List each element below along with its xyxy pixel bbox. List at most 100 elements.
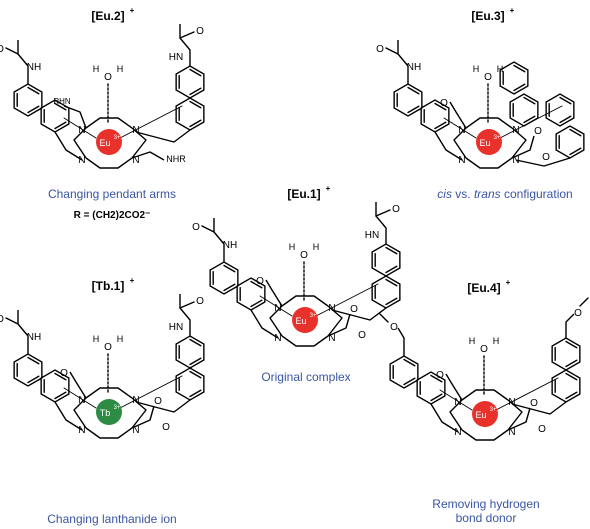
cyclen-bridge-left xyxy=(453,127,467,159)
right-acetamide-bond xyxy=(375,202,387,244)
cyclen-bridge-top xyxy=(461,389,509,401)
caption-part: cis xyxy=(437,187,452,201)
water-ligand: OH H xyxy=(93,334,124,395)
cyclen-bridge-bottom xyxy=(461,429,509,441)
cyclen-bridge-bottom xyxy=(85,427,133,439)
left-pendant-label: RHN xyxy=(53,97,71,106)
metal-charge: 3+ xyxy=(114,135,121,141)
metal-ion-eu: Eu 3+ xyxy=(96,129,122,155)
double-bond xyxy=(223,283,236,292)
left-methoxy-bond xyxy=(397,327,405,356)
double-bond xyxy=(523,96,536,105)
water-h-right: H xyxy=(493,336,500,346)
left-nh-label: NH xyxy=(407,62,421,73)
double-bond xyxy=(403,358,416,367)
right-carbonyl-o2: O xyxy=(538,424,546,435)
water-o: O xyxy=(104,342,112,353)
metal-symbol: Eu xyxy=(479,138,490,148)
complex-title: [Eu.1]+ xyxy=(287,184,330,201)
double-bond xyxy=(565,372,578,381)
water-o: O xyxy=(480,344,488,355)
left-methoxy-o: O xyxy=(390,322,398,333)
cyclen-n-2: N xyxy=(512,125,519,136)
right-carboxylate-o: O xyxy=(534,126,542,137)
right-quinoline-ring-a xyxy=(499,61,529,95)
left-carbonyl-o: O xyxy=(0,314,4,325)
water-h-right: H xyxy=(117,64,124,74)
complex-title: [Eu.4]+ xyxy=(467,278,510,295)
metal-charge: 3+ xyxy=(490,407,497,413)
double-bond xyxy=(430,393,443,402)
right-quinoline-ring-c xyxy=(545,93,575,127)
double-bond xyxy=(565,391,578,400)
caption-part: configuration xyxy=(501,187,573,201)
caption-line: Original complex xyxy=(261,370,350,384)
water-h-right: H xyxy=(117,334,124,344)
caption-part: trans xyxy=(474,187,501,201)
metal-ion-circle xyxy=(292,307,318,333)
double-bond xyxy=(385,278,398,287)
left-carboxylate-arm xyxy=(69,371,87,399)
right-methoxy-o: O xyxy=(574,308,582,319)
cyclen-n-1: N xyxy=(78,125,85,136)
left-carboxylate-o: O xyxy=(436,370,444,381)
left-carboxylate-o: O xyxy=(256,276,264,287)
water-o: O xyxy=(104,72,112,83)
double-bond xyxy=(27,86,40,95)
cyclen-bridge-bottom xyxy=(465,157,513,169)
left-arm-linker xyxy=(250,309,279,339)
right-quinoline-ring-b xyxy=(509,93,539,127)
complex-charge: + xyxy=(130,276,135,285)
left-arm-linker xyxy=(54,401,83,431)
double-bond xyxy=(513,83,526,92)
double-bond xyxy=(565,340,578,349)
metal-charge: 3+ xyxy=(310,313,317,319)
double-bond xyxy=(385,265,398,274)
left-nh-label: NH xyxy=(27,332,41,343)
metal-symbol: Eu xyxy=(99,138,110,148)
right-carboxylate-arm xyxy=(507,407,531,431)
cyclen-n-1: N xyxy=(274,303,281,314)
double-bond xyxy=(189,338,202,347)
double-bond xyxy=(54,391,67,400)
double-bond xyxy=(434,121,447,130)
cyclen-n-2: N xyxy=(328,303,335,314)
complex-charge: + xyxy=(506,278,511,287)
double-bond xyxy=(189,119,202,128)
caption-line: cis vs. trans configuration xyxy=(437,187,572,201)
double-bond xyxy=(434,102,447,111)
cyclen-bridge-top xyxy=(281,295,329,307)
metal-charge: 3+ xyxy=(114,405,121,411)
cyclen-bridge-left xyxy=(449,399,463,431)
right-quinoline-ring-a xyxy=(175,335,205,369)
metal-ion-circle xyxy=(96,399,122,425)
left-quinoline-ring-a xyxy=(209,261,239,295)
complex-charge: + xyxy=(130,6,135,15)
left-arm-linker xyxy=(434,131,463,161)
right-methoxy-bond xyxy=(565,313,575,338)
cyclen-n-4: N xyxy=(132,425,139,436)
left-arm-linker xyxy=(430,403,459,433)
cyclen-n-1: N xyxy=(454,397,461,408)
caption-line: Changing lanthanide ion xyxy=(47,512,176,526)
right-carboxylate-arm xyxy=(511,135,535,159)
complex-charge: + xyxy=(326,184,331,193)
cyclen-n-4: N xyxy=(132,155,139,166)
water-h-right: H xyxy=(313,242,320,252)
cyclen-bridge-top xyxy=(465,117,513,129)
double-bond xyxy=(385,246,398,255)
complex-charge: + xyxy=(510,6,515,15)
double-bond xyxy=(513,64,526,73)
water-h-left: H xyxy=(93,334,100,344)
cyclen-n-2: N xyxy=(508,397,515,408)
complex-tb1: [Tb.1]+NHOHNONNNNOOOOHHTb3+ xyxy=(0,276,205,439)
cyclen-n-3: N xyxy=(274,333,281,344)
cyclen-n-1: N xyxy=(458,125,465,136)
double-bond xyxy=(250,280,263,289)
right-carbonyl-o: O xyxy=(196,26,204,37)
